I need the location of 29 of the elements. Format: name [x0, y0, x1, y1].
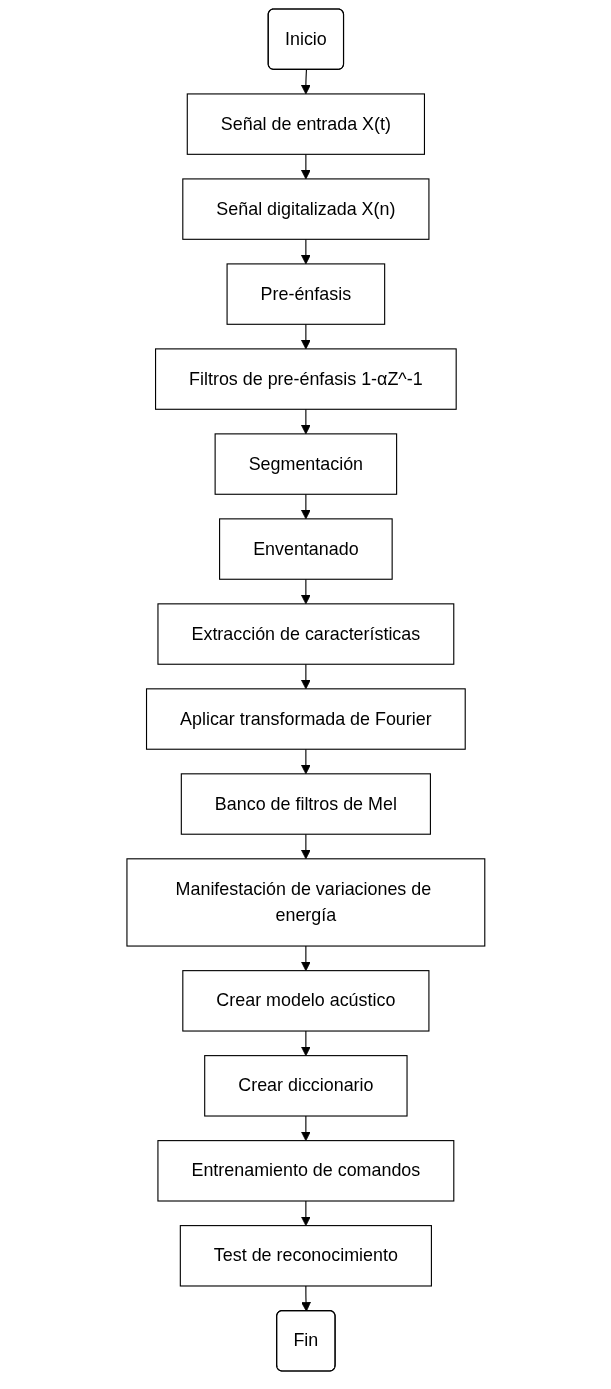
node-box: Test de reconocimiento — [179, 1225, 432, 1287]
arrow — [300, 578, 311, 605]
node-box: Crear diccionario — [203, 1055, 408, 1117]
arrow — [300, 408, 311, 435]
arrow — [300, 1285, 311, 1312]
node-box: Segmentación — [214, 433, 397, 495]
node-box: Enventanado — [218, 518, 393, 580]
node-box: Entrenamiento de comandos — [157, 1140, 454, 1202]
node-box: Pre-énfasis — [226, 263, 385, 325]
node-box: Aplicar transformada de Fourier — [145, 688, 466, 750]
arrow — [300, 69, 311, 95]
arrow — [300, 1030, 311, 1057]
arrow — [300, 323, 311, 350]
node-box: Banco de filtros de Mel — [180, 773, 431, 835]
node-box: Señal digitalizada X(n) — [181, 178, 430, 240]
arrow — [300, 238, 311, 265]
arrow — [300, 663, 311, 690]
arrow — [300, 1115, 311, 1142]
arrow — [300, 748, 311, 775]
arrow — [300, 945, 311, 972]
arrow — [300, 153, 311, 180]
arrow — [300, 1200, 311, 1227]
node-box: Crear modelo acústico — [181, 970, 430, 1032]
node-box: Filtros de pre-énfasis 1-αZ^-1 — [154, 348, 457, 410]
node-box: Señal de entrada X(t) — [186, 93, 425, 155]
node-box: Extracción de características — [157, 603, 454, 665]
arrow — [300, 493, 311, 520]
node-box: Manifestación de variaciones de energía — [126, 858, 485, 947]
arrow — [300, 833, 311, 860]
